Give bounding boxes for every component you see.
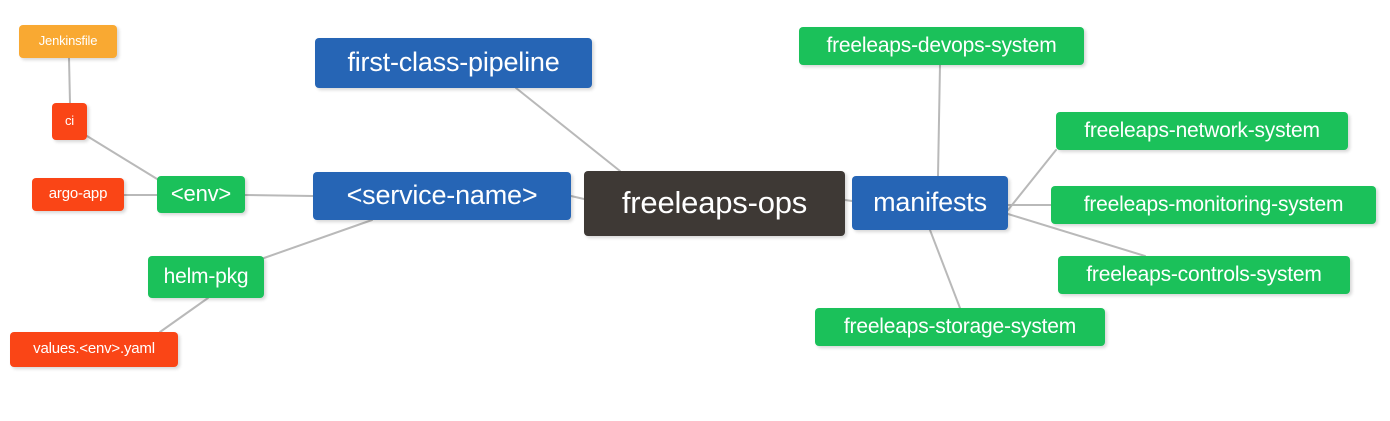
edge-jenkinsfile-to-ci xyxy=(68,57,71,104)
mindmap-node-freeleaps-controls-system[interactable]: freeleaps-controls-system xyxy=(1058,256,1350,294)
node-label-ci: ci xyxy=(65,113,74,128)
mindmap-node-jenkinsfile[interactable]: Jenkinsfile xyxy=(19,25,117,58)
node-label-values-yaml: values.<env>.yaml xyxy=(33,340,155,357)
mindmap-node-argo-app[interactable]: argo-app xyxy=(32,178,124,211)
mindmap-node-values-yaml[interactable]: values.<env>.yaml xyxy=(10,332,178,367)
mindmap-node-freeleaps-storage-system[interactable]: freeleaps-storage-system xyxy=(815,308,1105,346)
node-label-env: <env> xyxy=(170,180,232,206)
node-label-helm-pkg: helm-pkg xyxy=(163,264,249,288)
mindmap-node-helm-pkg[interactable]: helm-pkg xyxy=(148,256,264,298)
edge-helm-pkg-to-service-name xyxy=(263,219,373,259)
mindmap-node-freeleaps-devops-system[interactable]: freeleaps-devops-system xyxy=(799,27,1084,65)
edge-manifests-to-freeleaps-devops-system xyxy=(937,64,941,177)
mindmap-node-manifests[interactable]: manifests xyxy=(852,176,1008,230)
node-label-freeleaps-devops-system: freeleaps-devops-system xyxy=(826,33,1057,57)
node-label-service-name: <service-name> xyxy=(346,179,538,210)
edge-manifests-to-freeleaps-network-system xyxy=(1007,149,1057,211)
node-label-manifests: manifests xyxy=(873,186,987,217)
node-label-argo-app: argo-app xyxy=(48,185,108,202)
edge-values-yaml-to-helm-pkg xyxy=(159,297,209,333)
node-label-first-class-pipeline: first-class-pipeline xyxy=(347,46,560,77)
node-label-freeleaps-ops: freeleaps-ops xyxy=(621,185,808,220)
mindmap-node-freeleaps-network-system[interactable]: freeleaps-network-system xyxy=(1056,112,1348,150)
mindmap-node-ci[interactable]: ci xyxy=(52,103,87,140)
edge-ci-to-env xyxy=(86,135,163,183)
node-label-freeleaps-monitoring-system: freeleaps-monitoring-system xyxy=(1083,192,1344,216)
node-label-freeleaps-storage-system: freeleaps-storage-system xyxy=(843,314,1077,338)
mindmap-node-env[interactable]: <env> xyxy=(157,176,245,213)
edge-manifests-to-freeleaps-storage-system xyxy=(929,229,961,309)
mindmap-node-freeleaps-ops[interactable]: freeleaps-ops xyxy=(584,171,845,236)
mindmap-node-service-name[interactable]: <service-name> xyxy=(313,172,571,220)
edge-service-name-to-freeleaps-ops xyxy=(570,195,585,200)
edge-first-class-pipeline-to-freeleaps-ops xyxy=(515,87,621,172)
mindmap-node-first-class-pipeline[interactable]: first-class-pipeline xyxy=(315,38,592,88)
edge-freeleaps-ops-to-manifests xyxy=(844,199,853,202)
node-label-freeleaps-network-system: freeleaps-network-system xyxy=(1084,118,1320,142)
edge-env-to-service-name xyxy=(244,194,314,197)
node-label-jenkinsfile: Jenkinsfile xyxy=(38,33,98,48)
node-label-freeleaps-controls-system: freeleaps-controls-system xyxy=(1086,262,1322,286)
mindmap-node-freeleaps-monitoring-system[interactable]: freeleaps-monitoring-system xyxy=(1051,186,1376,224)
